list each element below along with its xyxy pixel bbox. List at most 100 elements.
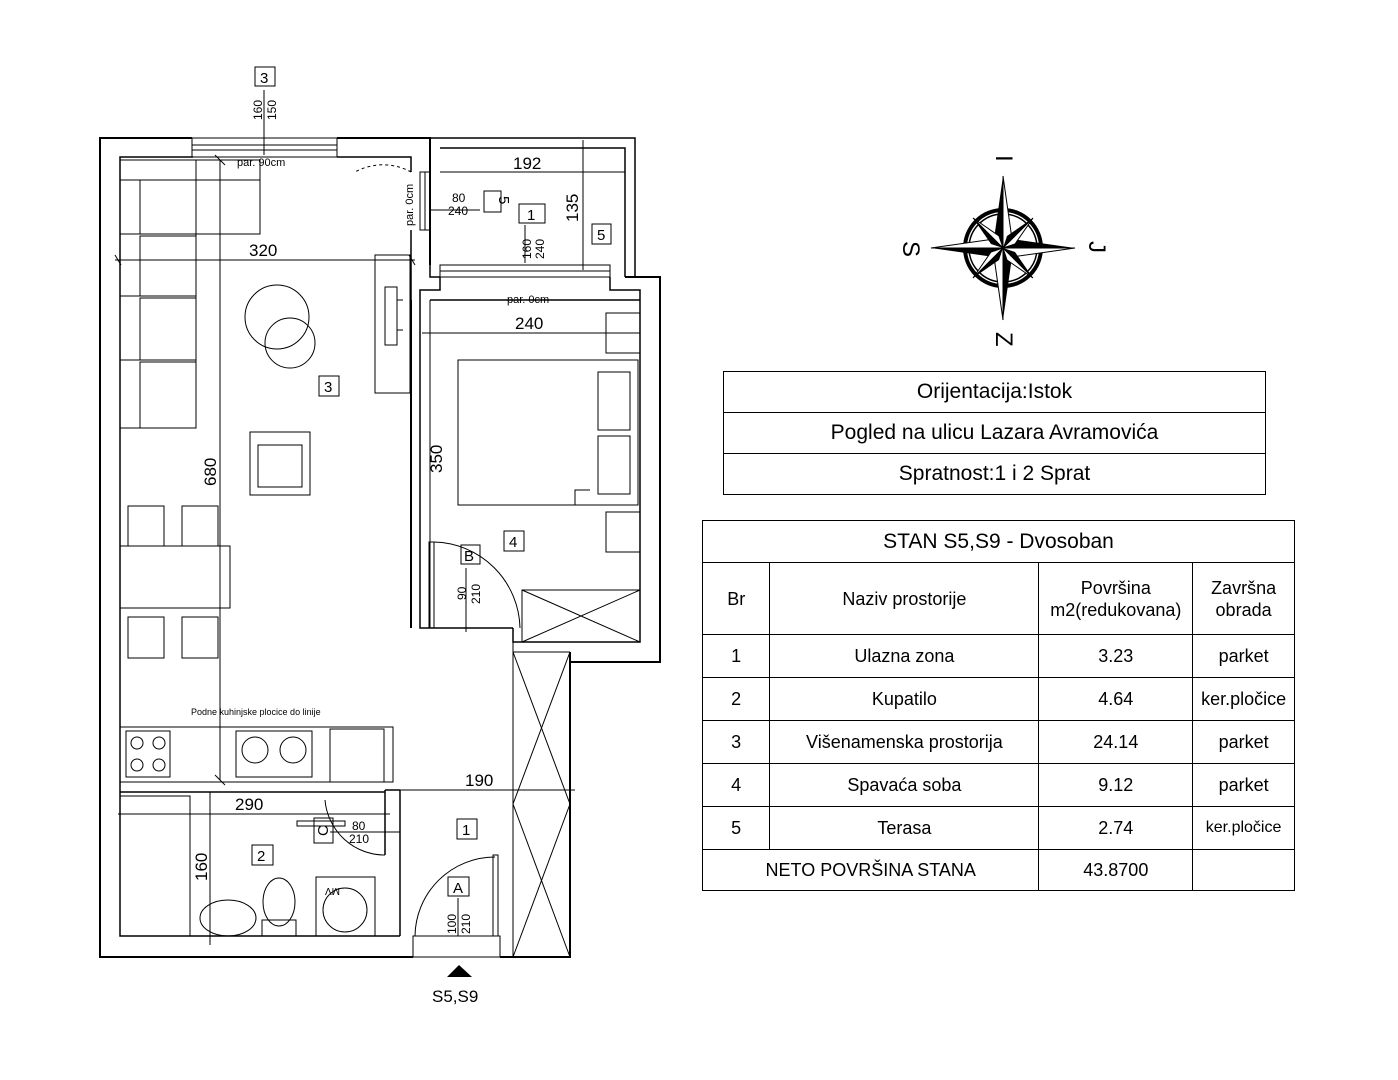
toilet-tank [261,919,297,937]
label-window-terrace: par. 0cm [404,184,416,226]
wardrobe [521,589,641,643]
row-name: Terasa [769,806,1040,850]
dim-terrace-width: 192 [513,154,541,173]
row-no: 5 [701,806,771,850]
dim-terrace-depth: 135 [563,194,582,222]
doors [296,164,521,958]
dim-bedroom-length: 350 [427,445,446,473]
washing-machine [315,876,376,937]
kitchen-note: Podne kuhinjske plocice do linije [191,707,321,717]
row-name: Ulazna zona [769,634,1040,678]
entrance-label: S5,S9 [432,987,478,1006]
row-area: 4.64 [1038,677,1194,721]
size-window-1-w: 160 [520,239,534,259]
opening-markers [251,66,612,897]
code-window-3: 3 [260,70,268,87]
header-no: Br [701,562,771,635]
row-area: 3.23 [1038,634,1194,678]
compass-west: S [897,241,924,257]
row-finish: ker.pločice [1192,677,1295,721]
room-tags: 3 4 1 2 [257,379,517,865]
coffee-table [244,284,310,350]
row-no: 1 [701,634,771,678]
row-no: 2 [701,677,771,721]
armchair [249,431,311,496]
info-box: Orijentacija:Istok Pogled na ulicu Lazar… [723,371,1266,495]
size-door-B-w: 90 [455,586,469,600]
toilet [262,877,296,927]
room-tag-3: 3 [324,379,332,396]
row-finish: parket [1192,634,1295,678]
row-finish: ker.pločice [1192,806,1295,850]
wash-basin [199,899,257,937]
label-window-top: par. 90cm [237,157,285,169]
window-labels: par. 90cm par. 0cm par. 0cm Podne kuhinj… [191,157,549,717]
table-row: 5 Terasa 2.74 ker.pločice [701,806,1295,850]
row-finish: parket [1192,720,1295,764]
dim-living-width: 320 [249,241,277,260]
size-door-A-h: 210 [459,914,473,934]
row-area: 9.12 [1038,763,1194,807]
dimension-lines [114,90,640,945]
walls [99,137,661,958]
total-value: 43.8700 [1038,849,1194,891]
table-row: 3 Višenamenska prostorija 24.14 parket [701,720,1295,764]
dim-bath-length: 160 [192,853,211,881]
row-no: 4 [701,763,771,807]
table-row: 4 Spavaća soba 9.12 parket [701,763,1295,807]
room-tag-4: 4 [509,534,517,551]
total-empty [1192,849,1295,891]
compass-labels: I J Z S [897,155,1110,347]
table-header-row: Br Naziv prostorije Površina m2(redukova… [701,562,1295,635]
row-name: Kupatilo [769,677,1040,721]
code-window-5a: 5 [495,196,512,204]
header-finish: Završna obrada [1192,562,1295,635]
tv-unit [374,254,411,394]
double-bed [457,359,639,506]
row-no: 3 [701,720,771,764]
table-total-row: NETO POVRŠINA STANA 43.8700 [701,849,1295,891]
table-row: 2 Kupatilo 4.64 ker.pločice [701,677,1295,721]
fixture-labels: MV [325,885,340,896]
row-finish: parket [1192,763,1295,807]
row-area: 24.14 [1038,720,1194,764]
code-door-C: C [315,825,332,836]
room-tag-2: 2 [257,848,265,865]
size-door-B-h: 210 [469,584,483,604]
total-label: NETO POVRŠINA STANA [701,849,1040,891]
size-door-C-w: 80 [352,819,366,833]
dim-bedroom-width: 240 [515,314,543,333]
size-window-3-h: 150 [265,100,279,120]
dim-entry-width: 190 [465,771,493,790]
label-window-bedroom: par. 0cm [507,294,549,306]
sofa [119,159,197,429]
size-door-A-w: 100 [445,914,459,934]
compass-south: Z [990,332,1017,347]
window-terrace-bottom [439,264,611,278]
code-door-B: B [464,548,474,565]
compass-rose [930,175,1076,321]
header-area: Površina m2(redukovana) [1038,562,1194,635]
opening-size-labels: 160 150 80 240 160 240 90 210 80 210 100… [251,100,547,934]
window-terrace-left [419,171,431,231]
size-door-C-h: 210 [349,832,369,846]
kitchen-counter [119,726,394,783]
row-area: 2.74 [1038,806,1194,850]
header-name: Naziv prostorije [769,562,1040,635]
size-window-3-w: 160 [251,100,265,120]
dimension-labels: 320 680 192 135 240 350 190 290 160 [192,154,582,881]
compass-east: J [1083,241,1110,253]
orientation-text: Orijentacija:Istok [724,372,1265,413]
view-text: Pogled na ulicu Lazara Avramovića [724,413,1265,454]
dim-bath-width: 290 [235,795,263,814]
floors-text: Spratnost:1 i 2 Sprat [898,462,1091,485]
opening-code-labels: 3 5 1 5 B C A [260,70,605,897]
row-name: Višenamenska prostorija [769,720,1040,764]
dining-table [119,545,231,609]
size-window-5-w: 80 [452,191,466,205]
size-window-1-h: 240 [533,239,547,259]
table-title: STAN S5,S9 - Dvosoban [702,520,1295,563]
entrance-marker: S5,S9 [432,965,478,1006]
bathtub [119,795,191,937]
